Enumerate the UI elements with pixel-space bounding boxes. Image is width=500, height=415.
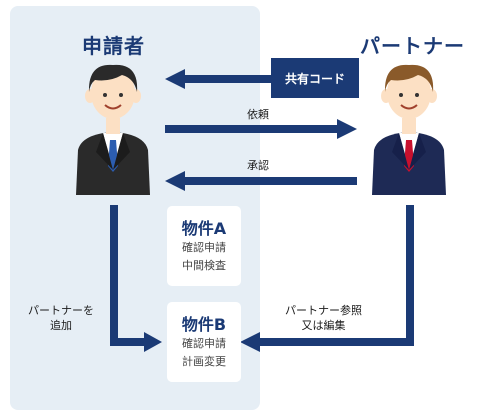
add-partner-label-line2: 追加 <box>50 319 72 332</box>
partner-reference-label-line1: パートナー参照 <box>285 304 362 317</box>
property-card-b: 物件B 確認申請 計画変更 <box>167 302 241 382</box>
request-label: 依頼 <box>247 108 269 121</box>
share-code-badge: 共有コード <box>271 58 359 98</box>
partner-person-icon <box>372 64 446 195</box>
applicant-person-icon <box>76 64 150 195</box>
property-a-line2: 中間検査 <box>182 259 226 272</box>
partner-reference-arrow <box>240 205 414 352</box>
add-partner-label: パートナーを 追加 <box>28 303 94 333</box>
approval-arrow <box>165 171 357 191</box>
property-b-line2: 計画変更 <box>182 355 226 368</box>
property-a-line1: 確認申請 <box>182 241 226 254</box>
property-b-line1: 確認申請 <box>182 337 226 350</box>
approval-label: 承認 <box>247 159 269 172</box>
applicant-title: 申請者 <box>82 34 145 58</box>
property-card-a: 物件A 確認申請 中間検査 <box>167 206 241 286</box>
request-arrow <box>165 119 357 139</box>
share-code-arrow <box>165 69 274 89</box>
property-a-title: 物件A <box>181 219 227 238</box>
partner-title: パートナー <box>360 34 465 58</box>
add-partner-arrow <box>110 205 162 352</box>
add-partner-label-line1: パートナーを <box>28 304 94 317</box>
partner-reference-label-line2: 又は編集 <box>301 319 346 332</box>
property-b-title: 物件B <box>181 315 227 334</box>
partner-reference-label: パートナー参照 又は編集 <box>285 303 362 333</box>
